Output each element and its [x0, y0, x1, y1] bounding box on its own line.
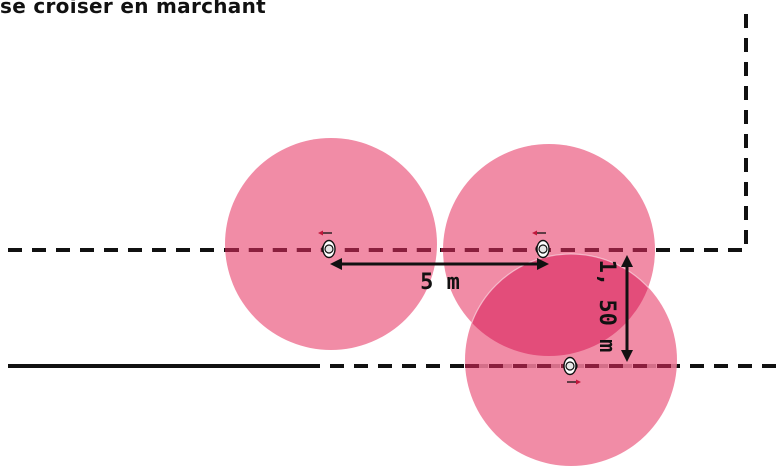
horizontal-distance-label: 5 m — [420, 270, 460, 295]
diagram-title: se croiser en marchant — [0, 0, 266, 18]
walking-person-icon — [318, 230, 336, 259]
walking-person-icon — [563, 356, 581, 385]
horizontal-dimension: 5 m — [330, 258, 549, 295]
vertical-dimension: 1, 50 m — [594, 255, 633, 362]
vertical-distance-label: 1, 50 m — [594, 260, 619, 353]
circle-overlap — [465, 254, 655, 356]
walking-person-icon — [532, 230, 550, 259]
